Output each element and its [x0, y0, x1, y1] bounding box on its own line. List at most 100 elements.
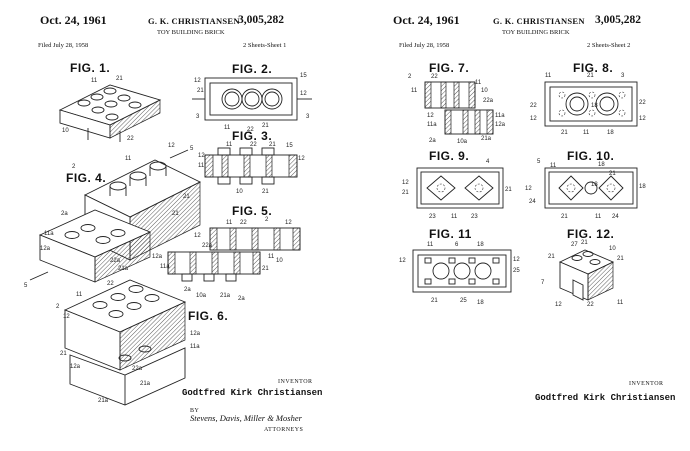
svg-text:2: 2 — [265, 217, 269, 223]
svg-text:22: 22 — [247, 127, 254, 133]
svg-text:21: 21 — [609, 171, 616, 177]
fig-1-label: FIG. 1. — [70, 61, 111, 75]
svg-text:2a: 2a — [61, 211, 68, 217]
svg-text:22: 22 — [587, 302, 594, 308]
svg-text:18: 18 — [477, 242, 484, 248]
svg-text:12: 12 — [298, 156, 305, 162]
svg-text:12: 12 — [63, 314, 70, 320]
svg-text:18: 18 — [607, 130, 614, 136]
svg-text:10a: 10a — [196, 293, 207, 299]
sheet-2-sheet-count: 2 Sheets-Sheet 2 — [587, 42, 631, 49]
svg-text:21a: 21a — [118, 266, 129, 272]
svg-text:21: 21 — [269, 142, 276, 148]
svg-text:11: 11 — [268, 254, 275, 260]
svg-text:15: 15 — [286, 143, 293, 149]
svg-text:12a: 12a — [40, 246, 51, 252]
svg-text:7: 7 — [541, 280, 545, 286]
svg-text:21: 21 — [548, 254, 555, 260]
svg-text:11: 11 — [76, 292, 83, 298]
svg-text:18: 18 — [591, 103, 598, 109]
svg-text:2: 2 — [408, 74, 412, 80]
fig-11-label: FIG. 11 — [429, 227, 472, 241]
svg-text:11: 11 — [475, 80, 482, 86]
svg-text:18: 18 — [639, 184, 646, 190]
svg-text:21: 21 — [172, 211, 179, 217]
svg-text:2a: 2a — [238, 296, 245, 302]
svg-text:12: 12 — [300, 91, 307, 97]
svg-text:11: 11 — [226, 142, 233, 148]
svg-text:11: 11 — [226, 220, 233, 226]
svg-text:22: 22 — [639, 100, 646, 106]
sheet-1-inventor-header: G. K. CHRISTIANSEN — [148, 16, 240, 26]
svg-text:11: 11 — [583, 130, 590, 136]
sheet-1-filed-date: Filed July 28, 1958 — [38, 42, 89, 49]
sheet-1-title: TOY BUILDING BRICK — [157, 29, 225, 36]
svg-text:11a: 11a — [427, 122, 437, 128]
svg-text:11: 11 — [427, 242, 434, 248]
svg-text:12: 12 — [168, 143, 175, 149]
sheet-1-attorneys-caption: ATTORNEYS — [264, 427, 304, 433]
svg-text:12a: 12a — [495, 122, 506, 128]
fig-4-label: FIG. 4. — [66, 171, 107, 185]
svg-text:2: 2 — [56, 304, 60, 310]
svg-text:11a: 11a — [190, 344, 200, 350]
sheet-2-inventor-caption: INVENTOR — [629, 381, 664, 387]
sheet-2-filed-date: Filed July 28, 1958 — [399, 42, 450, 49]
svg-text:12: 12 — [285, 220, 292, 226]
fig-10-label: FIG. 10. — [567, 149, 615, 163]
svg-text:21: 21 — [262, 189, 269, 195]
svg-text:2a: 2a — [184, 287, 191, 293]
fig-12-label: FIG. 12. — [567, 227, 615, 241]
fig-6-label: FIG. 6. — [188, 309, 229, 323]
svg-text:23: 23 — [429, 214, 436, 220]
svg-text:11: 11 — [451, 214, 458, 220]
svg-text:12: 12 — [530, 116, 537, 122]
svg-text:2a: 2a — [429, 138, 436, 144]
sheet-1-patent-number: 3,005,282 — [238, 14, 284, 26]
svg-text:10a: 10a — [457, 139, 468, 145]
fig-5-label: FIG. 5. — [232, 204, 273, 218]
svg-text:21a: 21a — [98, 398, 109, 404]
svg-text:21: 21 — [561, 130, 568, 136]
svg-text:5: 5 — [537, 159, 541, 165]
svg-text:22a: 22a — [132, 366, 143, 372]
sheet-2-inventor-header: G. K. CHRISTIANSEN — [493, 16, 585, 26]
svg-text:11: 11 — [91, 78, 98, 84]
sheet-2-patent-number: 3,005,282 — [595, 14, 641, 26]
svg-text:22a: 22a — [110, 258, 121, 264]
svg-text:11: 11 — [125, 156, 132, 162]
sheet-1-attorney-signature: Stevens, Davis, Miller & Mosher — [190, 413, 302, 423]
svg-text:21: 21 — [60, 351, 67, 357]
svg-text:22: 22 — [240, 220, 247, 226]
svg-text:21: 21 — [116, 76, 123, 82]
fig-1-drawing: 10 11 21 22 — [58, 76, 162, 142]
sheet-2-inventor-name: Godtfred Kirk Christiansen — [535, 393, 676, 403]
svg-text:21a: 21a — [481, 136, 492, 142]
svg-text:25: 25 — [513, 268, 520, 274]
svg-text:12: 12 — [399, 258, 406, 264]
svg-text:11: 11 — [617, 300, 624, 306]
svg-text:12a: 12a — [152, 254, 163, 260]
svg-text:5: 5 — [24, 283, 28, 289]
svg-text:12: 12 — [194, 233, 201, 239]
svg-text:11a: 11a — [44, 231, 54, 237]
svg-text:25: 25 — [460, 298, 467, 304]
svg-text:12: 12 — [555, 302, 562, 308]
svg-text:6: 6 — [455, 242, 459, 248]
svg-text:2: 2 — [72, 164, 76, 170]
sheet-1-by: BY — [190, 408, 200, 414]
svg-text:22: 22 — [530, 103, 537, 109]
svg-text:12: 12 — [639, 116, 646, 122]
svg-text:18: 18 — [591, 182, 598, 188]
svg-text:11: 11 — [224, 125, 231, 131]
